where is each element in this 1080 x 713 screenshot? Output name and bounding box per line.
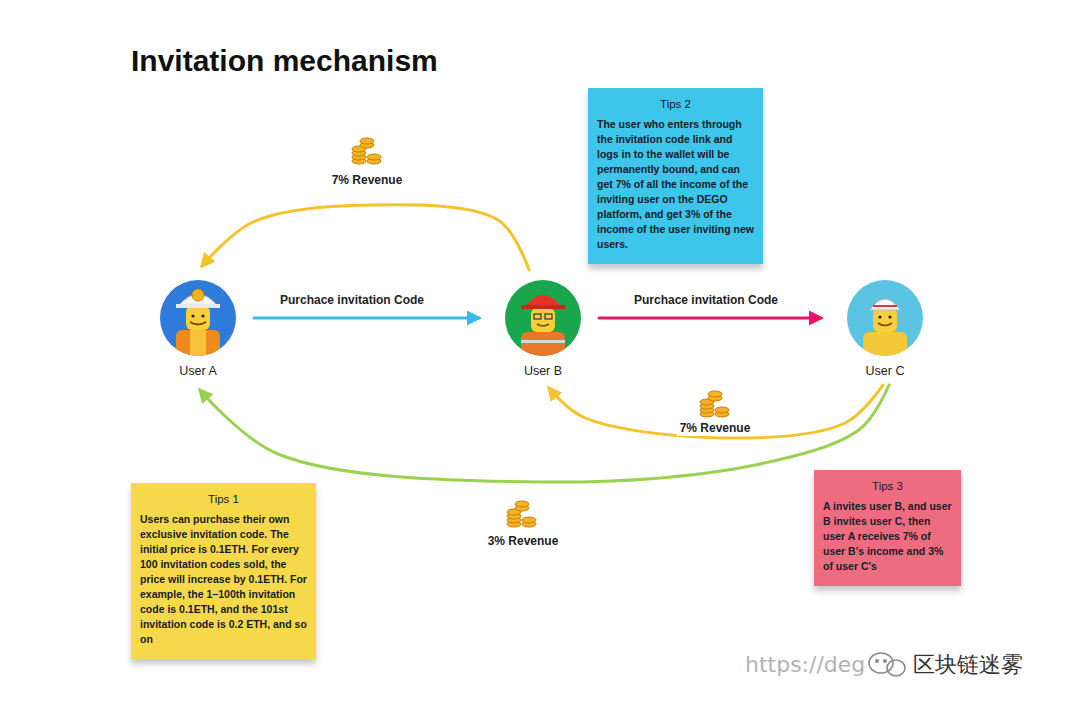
coin-icon	[352, 138, 381, 164]
user-node: User A	[153, 280, 243, 379]
node-heading: Tips 3	[823, 479, 952, 493]
node-heading: User A	[153, 364, 243, 379]
coin-icon	[507, 501, 536, 527]
edge-label: Purchace invitation Code	[631, 292, 781, 308]
watermark-logo	[869, 653, 905, 676]
node-body: Users can purchase their own exclusive i…	[140, 512, 307, 647]
tips-note: Tips 2 The user who enters through the in…	[588, 88, 763, 264]
node-heading: User B	[498, 364, 588, 379]
tips-note: Tips 1 Users can purchase their own exclu…	[131, 483, 316, 659]
coin-icon	[700, 391, 729, 417]
connector-arrow	[202, 205, 529, 270]
node-heading: Tips 1	[140, 492, 307, 506]
connector-arrow	[599, 317, 821, 320]
user-avatar	[847, 280, 923, 362]
watermark-text: 区块链迷雾	[913, 650, 1023, 680]
user-avatar	[505, 280, 581, 362]
connector-arrow	[254, 317, 479, 320]
tips-note: Tips 3 A invites user B, and user B invit…	[814, 470, 961, 586]
watermark-url: https://deg	[745, 652, 865, 677]
node-heading: User C	[840, 364, 930, 379]
connector-arrow	[549, 385, 883, 438]
user-node: User B	[498, 280, 588, 379]
edge-label: 7% Revenue	[677, 420, 754, 436]
edge-label: Purchace invitation Code	[277, 292, 427, 308]
node-heading: Tips 2	[597, 97, 754, 111]
node-body: A invites user B, and user B invites use…	[823, 499, 952, 574]
diagram-title: Invitation mechanism	[131, 44, 438, 78]
connector-arrow	[200, 385, 889, 482]
edge-label: 3% Revenue	[485, 533, 562, 549]
user-node: User C	[840, 280, 930, 379]
user-avatar	[160, 280, 236, 360]
node-body: The user who enters through the invitati…	[597, 117, 754, 252]
edge-label: 7% Revenue	[329, 172, 406, 188]
